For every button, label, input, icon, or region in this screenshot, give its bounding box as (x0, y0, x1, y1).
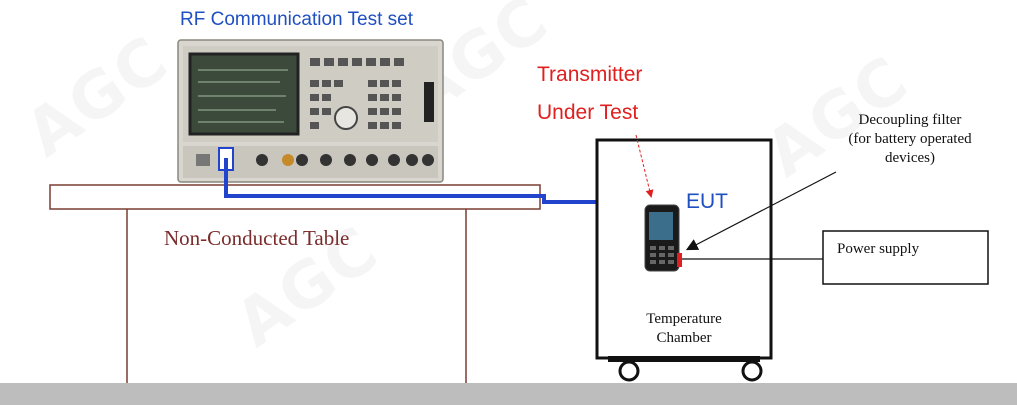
test-set-label: RF Communication Test set (180, 9, 414, 30)
keypad (310, 58, 404, 129)
decoupling-label-line3: devices) (885, 150, 935, 166)
decoupling-label-line1: Decoupling filter (858, 112, 962, 128)
power-supply-box (822, 230, 989, 285)
table-label: Non-Conducted Table (164, 226, 350, 250)
rf-test-set (177, 39, 444, 183)
decoupling-label-line2: (for battery operated (848, 131, 972, 147)
decoupling-filter-block (677, 253, 682, 267)
eut-device (644, 204, 682, 272)
transmitter-label-line2: Under Test (537, 101, 639, 124)
rf-cable (224, 158, 654, 204)
non-conducted-table (49, 184, 541, 383)
decoupling-arrow (685, 171, 837, 251)
connectors (196, 147, 434, 171)
transmitter-label-line1: Transmitter (537, 63, 643, 86)
eut-label: EUT (686, 190, 728, 213)
transmitter-arrow (635, 134, 654, 198)
instrument-screen (188, 52, 300, 136)
tuning-knob (334, 106, 358, 130)
floor (0, 383, 1017, 405)
temperature-chamber (595, 138, 773, 382)
chamber-label-line2: Chamber (656, 330, 712, 346)
chamber-label-line1: Temperature (646, 311, 722, 327)
power-supply-label: Power supply (837, 241, 920, 257)
